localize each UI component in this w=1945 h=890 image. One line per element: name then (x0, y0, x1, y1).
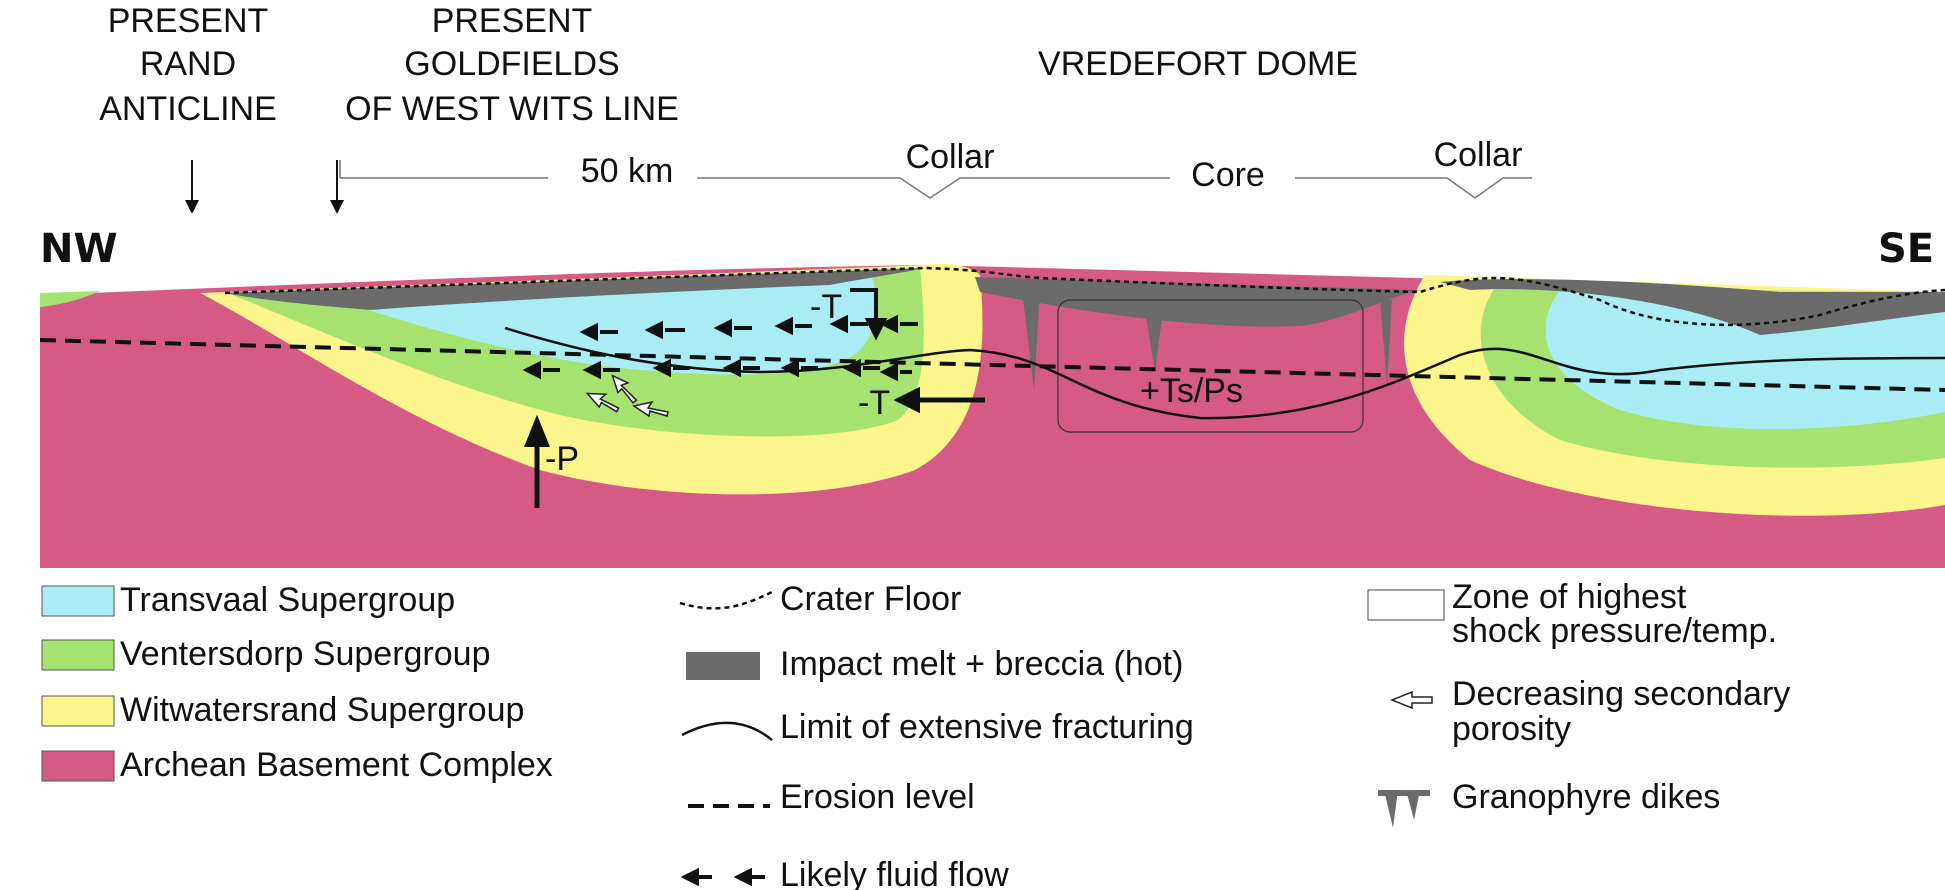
core-label: Core (1191, 156, 1265, 194)
cross-section (39, 263, 1945, 568)
legend-transvaal: Transvaal Supergroup (120, 581, 455, 619)
ts-ps-label: +Ts/Ps (1140, 372, 1243, 410)
scale-distance-label: 50 km (581, 152, 674, 190)
legend-witwatersrand: Witwatersrand Supergroup (120, 691, 524, 729)
transvaal-swatch (41, 585, 115, 617)
ventersdorp-sliver-nw (40, 291, 100, 307)
granophyre-dike-icon (1378, 790, 1430, 828)
rand-label-line2: RAND (140, 45, 236, 83)
legend-porosity-line1: Decreasing secondary (1452, 675, 1790, 713)
fluid-flow-arrows (522, 288, 985, 508)
impact-melt-right (1440, 279, 1945, 335)
legend-dikes: Granophyre dikes (1452, 778, 1720, 816)
witwatersrand-swatch (41, 695, 115, 727)
collar-left-label: Collar (906, 138, 995, 176)
header-labels: PRESENT RAND ANTICLINE PRESENT GOLDFIELD… (99, 2, 1358, 128)
minus-t-bottom-label: -T (858, 384, 890, 422)
fracturing-symbol (681, 721, 773, 741)
erosion-level-line (39, 338, 1945, 392)
goldfields-label-line2: GOLDFIELDS (404, 45, 619, 83)
legend-crater-floor: Crater Floor (780, 580, 961, 618)
diagram-annotations: -T -T -P +Ts/Ps (545, 288, 1243, 478)
legend-zone-line2: shock pressure/temp. (1452, 612, 1777, 650)
legend-basement: Archean Basement Complex (120, 746, 553, 784)
vredefort-dome-label: VREDEFORT DOME (1038, 45, 1358, 83)
shock-zone-box (1057, 299, 1364, 433)
basement-swatch (41, 750, 115, 782)
porosity-arrow-icon (1389, 690, 1433, 710)
fracturing-limit-line (504, 326, 1945, 420)
legend-porosity-line2: porosity (1452, 710, 1571, 748)
goldfields-label-line3: OF WEST WITS LINE (345, 90, 679, 128)
scale-bar (339, 160, 1532, 199)
crater-floor-symbol (679, 590, 773, 610)
impact-melt-symbol (686, 652, 760, 680)
legend-fracturing: Limit of extensive fracturing (780, 708, 1194, 746)
arrow-down-icon (330, 200, 344, 214)
arrow-down-icon (185, 200, 199, 214)
shock-zone-symbol (1367, 589, 1445, 621)
rand-label-line1: PRESENT (108, 2, 269, 40)
nw-label: NW (40, 226, 118, 272)
se-label: SE (1878, 226, 1934, 272)
impact-melt-left (225, 268, 925, 310)
crater-floor-line (224, 266, 1945, 327)
legend: Transvaal Supergroup Ventersdorp Supergr… (41, 578, 1790, 890)
legend-zone-line1: Zone of highest (1452, 578, 1687, 616)
minus-p-label: -P (545, 440, 579, 478)
minus-t-top-label: -T (810, 288, 842, 326)
scale-labels: 50 km Collar Core Collar (581, 136, 1523, 194)
goldfields-label-line1: PRESENT (432, 2, 593, 40)
fluid-flow-symbol (680, 867, 765, 887)
porosity-arrows (585, 374, 669, 418)
legend-erosion: Erosion level (780, 778, 975, 816)
ventersdorp-swatch (41, 639, 115, 671)
collar-right-label: Collar (1434, 136, 1523, 174)
legend-impact-melt: Impact melt + breccia (hot) (780, 645, 1183, 683)
rand-label-line3: ANTICLINE (99, 90, 277, 128)
legend-ventersdorp: Ventersdorp Supergroup (120, 635, 490, 673)
legend-fluid-flow: Likely fluid flow (780, 856, 1009, 890)
location-arrows (185, 160, 344, 214)
